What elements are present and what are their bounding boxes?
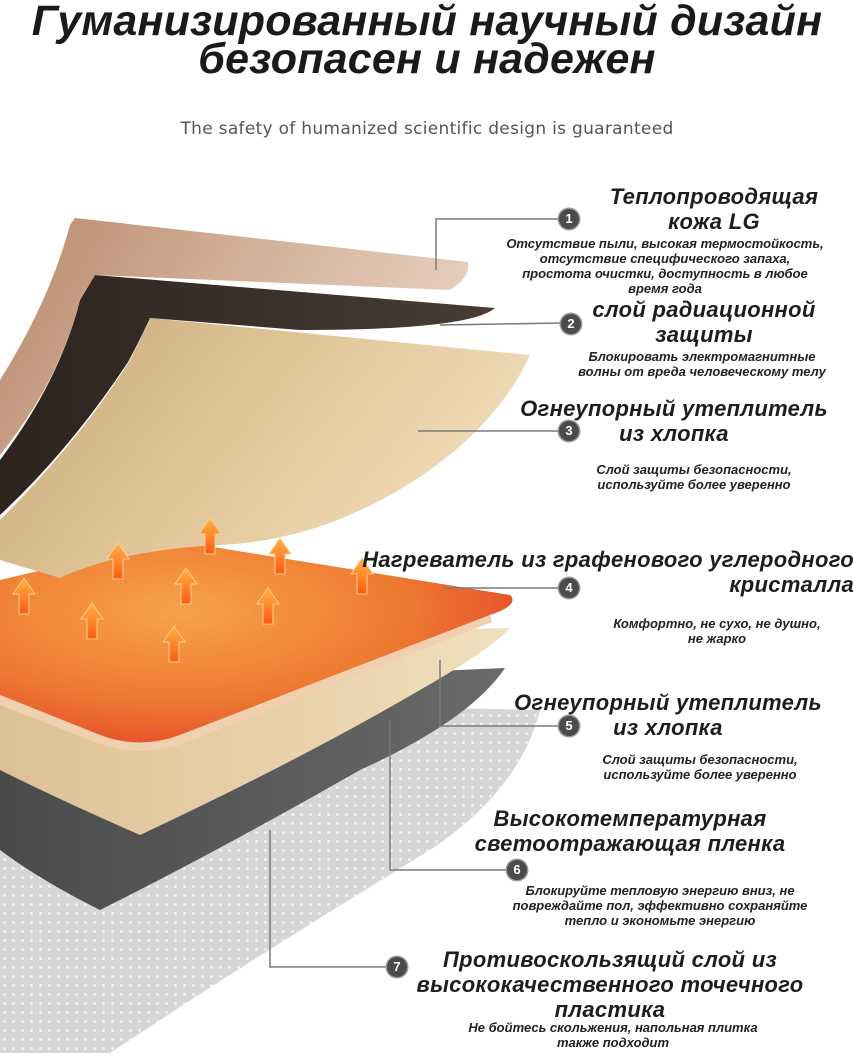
heat-arrow-icon (256, 587, 280, 625)
heat-arrow-icon (80, 602, 104, 640)
heat-arrow-icon (350, 557, 374, 595)
layer-1-wood-skin (0, 218, 469, 455)
layer-1-desc-line-1: Отсутствие пыли, высокая термостойкость, (506, 236, 824, 251)
leader-1 (435, 218, 560, 270)
layer-4-name-line-2: кристалла (729, 572, 854, 597)
layer-2-name-line-2: защиты (655, 322, 753, 347)
layer-1-desc-line-2: отсутствие специфического запаха, (539, 251, 791, 266)
layer-1-desc-line-3: простота очистки, доступность в любое (522, 266, 808, 281)
page-subtitle: The safety of humanized scientific desig… (180, 119, 674, 139)
heat-arrow-icon (106, 542, 130, 580)
layer-3-name-line-2: из хлопка (619, 421, 729, 446)
layer-6-name-line-1: Высокотемпературная (493, 806, 767, 831)
layer-1-name-line-1: Теплопроводящая (609, 184, 819, 209)
leader-2 (439, 322, 563, 326)
page-title-line-2: безопасен и надежен (198, 35, 656, 83)
layer-2-name-line-1: слой радиационной (592, 297, 816, 322)
layer-2-desc-line-1: Блокировать электромагнитные (588, 349, 816, 364)
layer-7-name-line-3: пластика (554, 997, 666, 1022)
layer-7-desc-line-2: также подходит (556, 1035, 670, 1050)
layer-3-cotton (0, 318, 530, 578)
layer-4-heater (0, 540, 513, 743)
number-badge-icon-2: 2 (561, 314, 581, 334)
layer-2-desc-line-2: волны от вреда человеческому телу (578, 364, 826, 379)
leader-7 (269, 830, 388, 968)
leader-5 (439, 660, 560, 727)
page-title-line-1: Гуманизированный научный дизайн (31, 0, 823, 45)
layer-3-name-line-1: Огнеупорный утеплитель (520, 396, 828, 421)
layer-6-desc-line-3: тепло и экономьте энергию (564, 913, 756, 928)
number-badge-icon-3: 3 (559, 421, 579, 441)
layer-5-desc-line-1: Слой защиты безопасности, (602, 752, 798, 767)
layer-1-name-line-2: кожа LG (668, 209, 760, 234)
layer-6-desc-line-2: повреждайте пол, эффективно сохраняйте (512, 898, 808, 913)
layer-5-name-line-1: Огнеупорный утеплитель (514, 690, 822, 715)
layer-3-desc-line-2: используйте более уверенно (597, 477, 791, 492)
layer-7-name-line-1: Противоскользящий слой из (443, 947, 777, 972)
heat-arrow-icon (12, 577, 36, 615)
layer-7-name-line-2: высококачественного точечного (416, 972, 804, 997)
layer-3-desc-line-1: Слой защиты безопасности, (596, 462, 792, 477)
leader-6 (389, 720, 508, 871)
heat-arrow-icon (198, 517, 222, 555)
number-badge-icon-4: 4 (559, 578, 579, 598)
number-badge-icon-5: 5 (559, 716, 579, 736)
heat-arrows (12, 517, 374, 663)
layer-6-name-line-2: светоотражающая пленка (474, 831, 786, 856)
layer-2-shielding (0, 275, 495, 515)
heat-arrow-icon (174, 567, 198, 605)
layer-4-desc-line-2: не жарко (687, 631, 747, 646)
number-badge-icon-6: 6 (507, 860, 527, 880)
layer-7-desc-line-1: Не бойтесь скольжения, напольная плитка (468, 1020, 758, 1035)
number-badge-icon-1: 1 (559, 209, 579, 229)
layer-5-name-line-2: из хлопка (613, 715, 723, 740)
number-badge-icon-7: 7 (387, 957, 407, 977)
layer-6-desc-line-1: Блокируйте тепловую энергию вниз, не (525, 883, 795, 898)
layer-1-desc-line-4: время года (628, 281, 702, 296)
layer-4-desc-line-1: Комфортно, не сухо, не душно, (613, 616, 821, 631)
layer-4-name-line-1: Нагреватель из графенового углеродного (362, 547, 854, 572)
heat-arrow-icon (268, 537, 292, 575)
heat-arrow-icon (162, 625, 186, 663)
layer-5-desc-line-2: используйте более уверенно (603, 767, 797, 782)
